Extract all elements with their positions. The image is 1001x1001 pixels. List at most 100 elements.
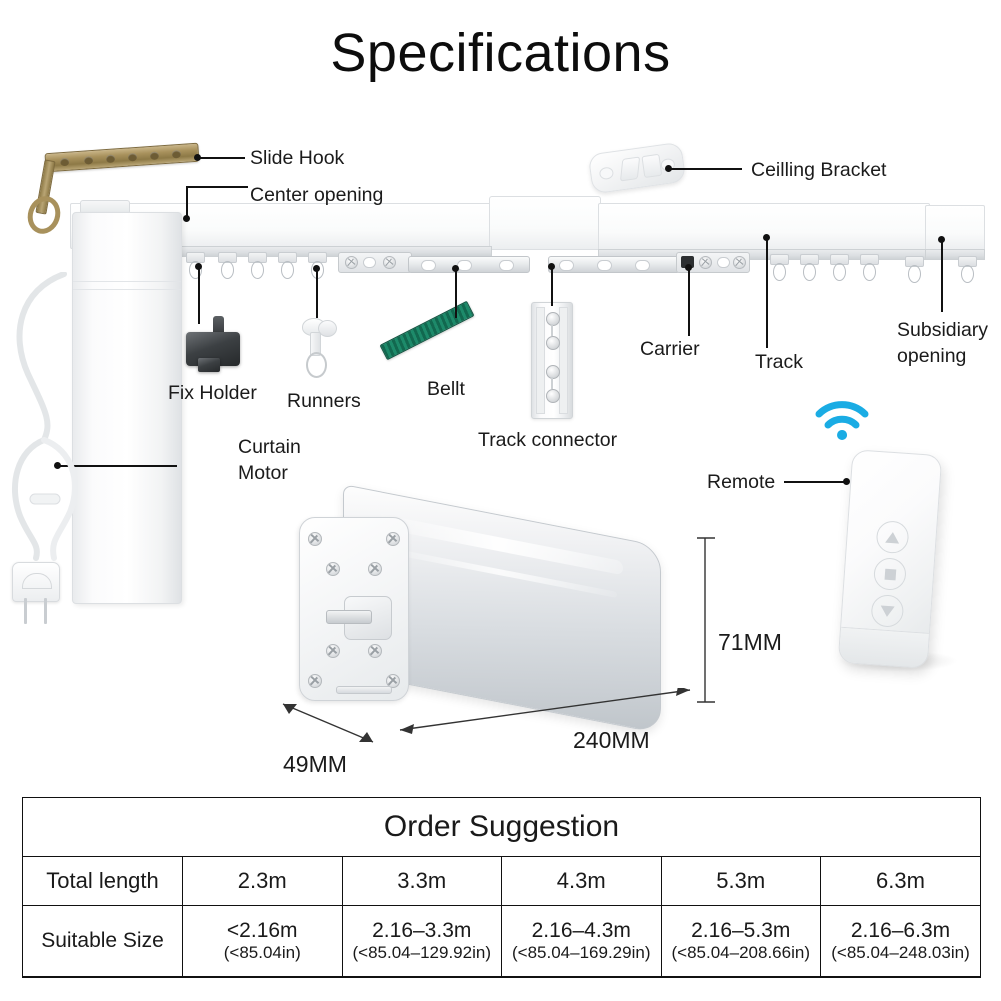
- label-center-opening: Center opening: [250, 184, 384, 206]
- cell-suitable-size-1-main: <2.16m: [226, 918, 298, 942]
- cell-total-length-4: 5.3m: [660, 856, 821, 906]
- fix-holder-stub: [213, 316, 224, 338]
- track-rail-end: [925, 205, 985, 252]
- label-ceiling-bracket: Ceilling Bracket: [751, 159, 887, 181]
- track-rail-right: [598, 203, 930, 252]
- leader-dot-carrier: [685, 264, 692, 271]
- table-row-total-length: Total length 2.3m 3.3m 4.3m 5.3m 6.3m: [23, 856, 980, 906]
- cell-suitable-size-5-main: 2.16–6.3m: [850, 918, 951, 942]
- cell-suitable-size-1-sub: (<85.04in): [223, 943, 301, 963]
- cell-suitable-size-2: 2.16–3.3m (<85.04–129.92in): [341, 905, 502, 977]
- track-channel-end: [925, 249, 985, 260]
- label-runners: Runners: [287, 390, 361, 412]
- dimension-height-line: [697, 537, 715, 703]
- leader-dot-runners: [313, 265, 320, 272]
- leader-dot-curtain-motor: [54, 462, 61, 469]
- label-dimension-length: 240MM: [573, 727, 650, 753]
- table-row-suitable-size: Suitable Size <2.16m (<85.04in) 2.16–3.3…: [23, 905, 980, 977]
- leader-belt: [455, 268, 457, 318]
- cell-total-length-5: 6.3m: [820, 856, 980, 906]
- table-title-row: Order Suggestion: [23, 798, 980, 857]
- leader-center-opening-v: [186, 186, 188, 219]
- leader-dot-track: [763, 234, 770, 241]
- label-curtain-motor-line1: Curtain: [238, 436, 301, 458]
- dimension-depth-line: [282, 703, 374, 743]
- cell-total-length-2: 3.3m: [341, 856, 502, 906]
- dimension-length-line: [399, 688, 691, 734]
- leader-runners: [316, 268, 318, 318]
- wifi-icon: [815, 401, 869, 440]
- cell-suitable-size-2-main: 2.16–3.3m: [372, 918, 472, 942]
- label-belt: Bellt: [427, 378, 465, 400]
- remote-stop-button[interactable]: [872, 556, 908, 592]
- power-plug: [12, 562, 60, 602]
- power-cord: [11, 272, 78, 561]
- slide-hook-bar: [44, 142, 200, 173]
- label-subsidiary-opening-line1: Subsidiary: [897, 319, 989, 341]
- leader-center-opening-h: [186, 186, 248, 188]
- remote-up-button[interactable]: [875, 520, 910, 555]
- leader-slide-hook: [197, 157, 245, 159]
- leader-fix-holder: [198, 266, 200, 324]
- cell-suitable-size-2-sub: (<85.04–129.92in): [352, 943, 491, 963]
- label-track-connector: Track connector: [478, 429, 618, 451]
- cell-suitable-size-5: 2.16–6.3m (<85.04–248.03in): [820, 905, 980, 977]
- track-rail-center-joint: [489, 196, 601, 250]
- leader-dot-slide-hook: [194, 154, 201, 161]
- curtain-motor-housing: [72, 212, 182, 604]
- cell-suitable-size-4-sub: (<85.04–208.66in): [671, 943, 810, 963]
- label-track: Track: [755, 351, 804, 373]
- row-header-total-length: Total length: [23, 856, 183, 906]
- leader-dot-subsidiary-opening: [938, 236, 945, 243]
- leader-dot-center-opening: [183, 215, 190, 222]
- cell-suitable-size-3: 2.16–4.3m (<85.04–169.29in): [501, 905, 662, 977]
- leader-dot-track-connector: [548, 263, 555, 270]
- remote-control: [837, 449, 943, 669]
- row-header-suitable-size: Suitable Size: [23, 905, 183, 977]
- cell-suitable-size-3-main: 2.16–4.3m: [531, 918, 631, 942]
- label-fix-holder: Fix Holder: [168, 382, 257, 404]
- slide-hook-eye: [22, 191, 66, 239]
- order-suggestion-table: Order Suggestion Total length 2.3m 3.3m …: [22, 797, 981, 978]
- track-connector-part: [531, 302, 573, 419]
- fix-holder-clip: [198, 358, 220, 372]
- leader-curtain-motor: [60, 465, 177, 467]
- label-subsidiary-opening-line2: opening: [897, 345, 967, 367]
- plug-prong-left: [24, 598, 27, 624]
- leader-remote: [784, 481, 846, 483]
- plug-prong-right: [44, 598, 47, 624]
- leader-track-connector: [551, 266, 553, 306]
- label-carrier: Carrier: [640, 338, 700, 360]
- leader-subsidiary-opening: [941, 240, 943, 312]
- cell-suitable-size-3-sub: (<85.04–169.29in): [512, 943, 651, 963]
- cell-total-length-1: 2.3m: [182, 856, 343, 906]
- table-title: Order Suggestion: [23, 798, 980, 857]
- leader-dot-fix-holder: [195, 263, 202, 270]
- leader-dot-remote: [843, 478, 850, 485]
- label-dimension-depth: 49MM: [283, 751, 347, 777]
- cell-suitable-size-5-sub: (<85.04–248.03in): [831, 943, 970, 963]
- carrier-strip-left: [408, 256, 530, 273]
- page-title: Specifications: [330, 23, 671, 83]
- leader-carrier: [688, 268, 690, 336]
- cell-suitable-size-1: <2.16m (<85.04in): [182, 905, 343, 977]
- motor-front-face: [299, 517, 409, 701]
- label-curtain-motor-line2: Motor: [238, 462, 288, 484]
- cell-suitable-size-4-main: 2.16–5.3m: [691, 918, 791, 942]
- carrier-body-right: [676, 252, 750, 273]
- cell-suitable-size-4: 2.16–5.3m (<85.04–208.66in): [660, 905, 821, 977]
- belt-part: [379, 300, 475, 361]
- label-dimension-height: 71MM: [718, 629, 782, 655]
- leader-dot-belt: [452, 265, 459, 272]
- leader-track: [766, 238, 768, 348]
- remote-base: [838, 626, 929, 668]
- leader-dot-ceiling-bracket: [665, 165, 672, 172]
- motor-product-render: [281, 484, 701, 747]
- carrier-strip-right: [548, 256, 680, 273]
- label-slide-hook: Slide Hook: [250, 147, 345, 169]
- remote-down-button[interactable]: [870, 593, 905, 629]
- carrier-body-left: [338, 252, 412, 273]
- runners-sample-part: [300, 318, 346, 380]
- cell-total-length-3: 4.3m: [501, 856, 662, 906]
